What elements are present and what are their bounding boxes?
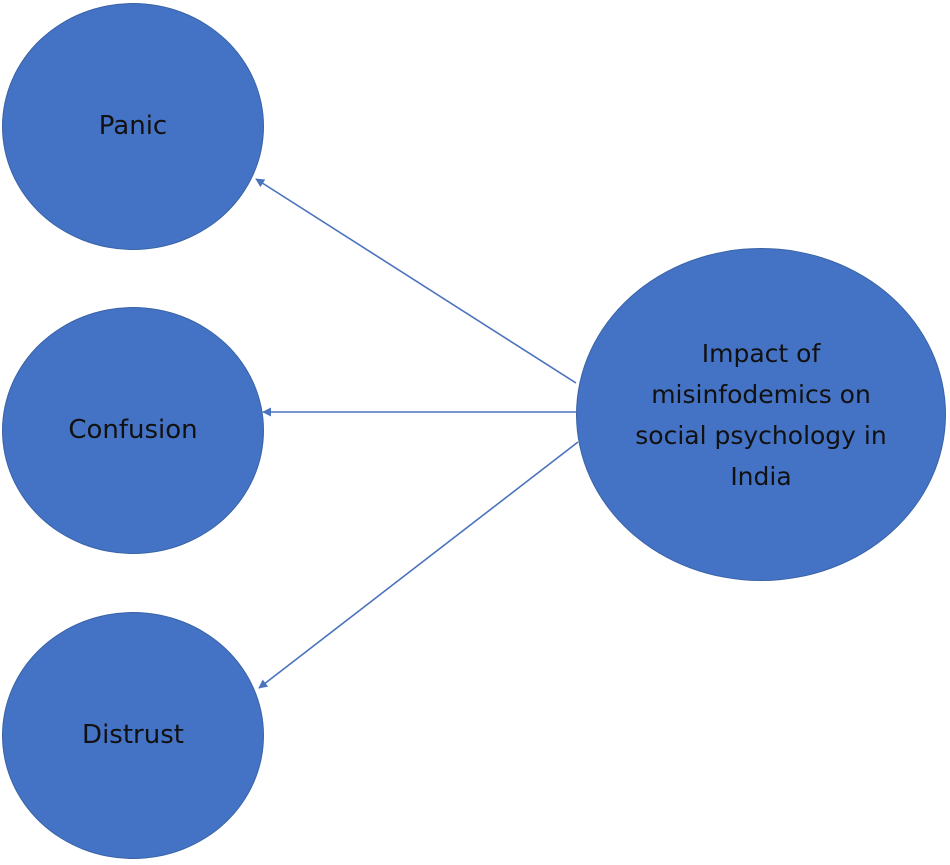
- panic-node: Panic: [2, 3, 264, 250]
- arrow-to-panic: [255, 178, 577, 384]
- central-topic-line-1: Impact of: [701, 338, 821, 368]
- distrust-node: Distrust: [2, 612, 264, 859]
- central-topic-label: Impact of misinfodemics on social psycho…: [611, 333, 911, 497]
- arrow-to-distrust: [258, 441, 579, 689]
- distrust-label: Distrust: [82, 719, 184, 750]
- central-topic-line-2: misinfodemics on: [651, 379, 871, 409]
- confusion-node: Confusion: [2, 307, 264, 554]
- confusion-label: Confusion: [68, 414, 198, 445]
- panic-label: Panic: [98, 110, 168, 141]
- central-topic-node: Impact of misinfodemics on social psycho…: [576, 248, 946, 581]
- central-topic-line-3: social psychology in: [635, 420, 887, 450]
- central-topic-line-4: India: [730, 461, 792, 491]
